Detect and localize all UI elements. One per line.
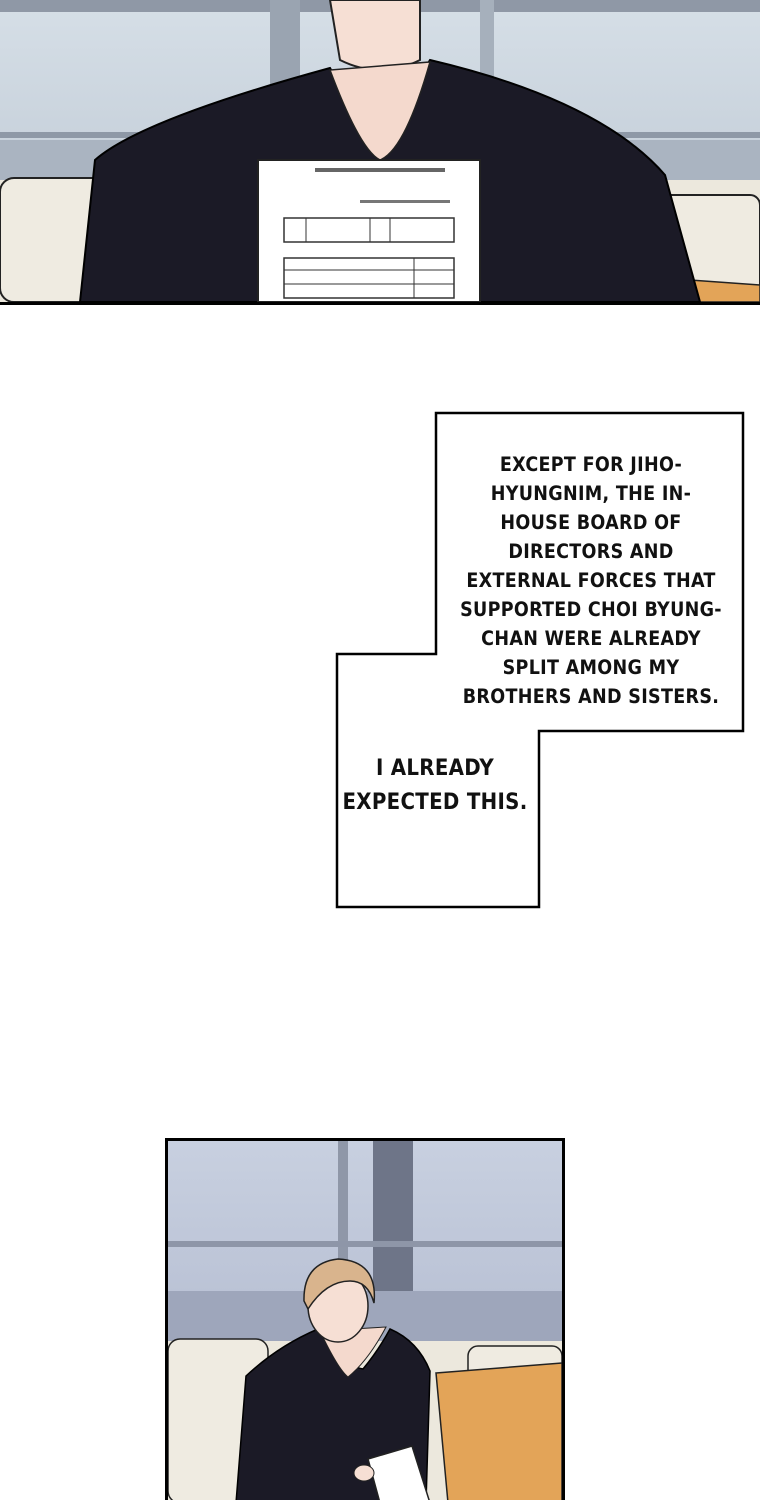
neck — [328, 0, 421, 71]
document — [257, 159, 481, 302]
hand — [353, 1464, 375, 1482]
panel-bottom — [165, 1138, 565, 1500]
cushion — [435, 1362, 562, 1500]
narration-text-1: Except for Jiho-hyungnim, the in-house b… — [460, 453, 722, 708]
panel-top-art — [0, 0, 760, 302]
narration-text-2: I already expected this. — [342, 756, 528, 815]
document — [367, 1445, 430, 1500]
hair — [303, 1258, 376, 1311]
panel-bottom-art — [168, 1141, 562, 1500]
panel-top — [0, 0, 760, 305]
